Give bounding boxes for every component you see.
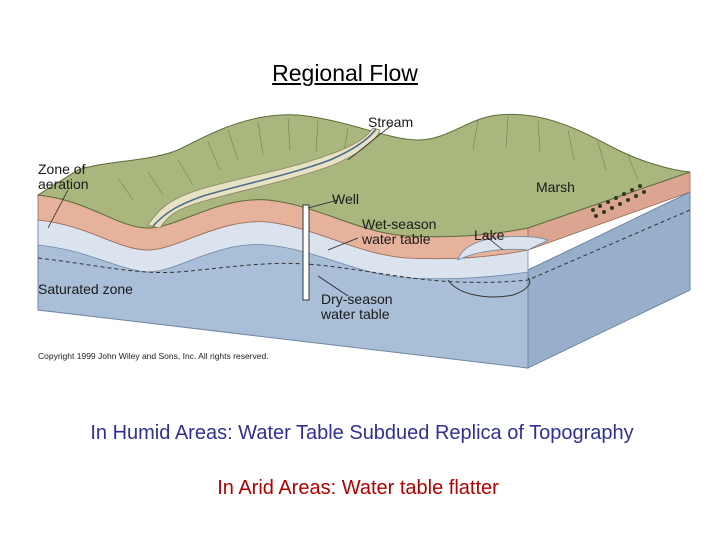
- dry-season-water-table-line: [37, 209, 691, 283]
- label-zone-of-aeration-1: Zone of: [38, 161, 86, 177]
- copyright-notice: Copyright 1999 John Wiley and Sons, Inc.…: [38, 351, 269, 361]
- label-well: Well: [332, 191, 359, 207]
- block-diagram-illustration: [36, 113, 691, 369]
- label-dry-season-2: water table: [321, 306, 390, 322]
- block-diagram: Stream Zone of aeration Well Marsh Wet-s…: [28, 100, 708, 370]
- land-surface: [36, 113, 691, 238]
- hill-hatching: [117, 115, 639, 201]
- stream: [152, 128, 377, 227]
- label-lake: Lake: [474, 227, 505, 243]
- label-wet-season-2: water table: [362, 231, 431, 247]
- marsh-vegetation: [591, 184, 646, 218]
- well-casing: [302, 204, 310, 301]
- slide-title: Regional Flow: [272, 60, 418, 86]
- saturated-zone-side: [527, 191, 691, 369]
- lake: [457, 236, 550, 261]
- label-marsh: Marsh: [536, 179, 575, 195]
- label-wet-season-1: Wet-season: [362, 216, 437, 232]
- label-zone-of-aeration-2: aeration: [38, 176, 89, 192]
- lake-basin: [447, 277, 531, 298]
- stream-valley: [147, 127, 381, 229]
- leader-lines: [47, 123, 504, 297]
- label-stream: Stream: [368, 114, 414, 130]
- caption-humid: In Humid Areas: Water Table Subdued Repl…: [90, 422, 634, 444]
- label-dry-season-1: Dry-season: [321, 291, 393, 307]
- label-saturated-zone: Saturated zone: [38, 281, 133, 297]
- caption-arid: In Arid Areas: Water table flatter: [217, 477, 499, 499]
